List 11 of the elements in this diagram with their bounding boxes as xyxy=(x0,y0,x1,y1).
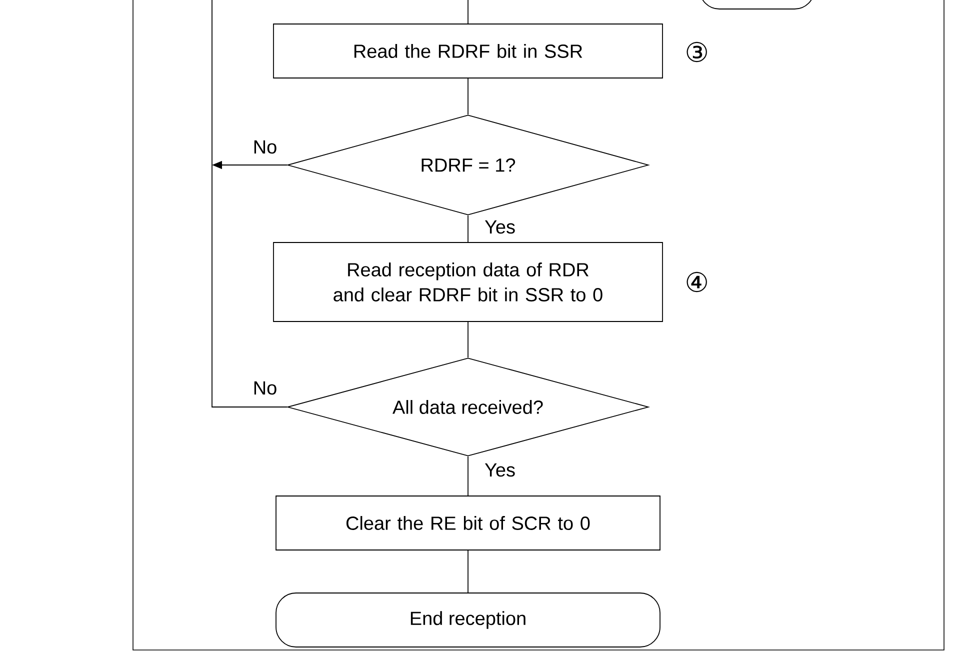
edge-label: No xyxy=(252,139,278,155)
step-number: ③ xyxy=(686,42,707,62)
edge-label: No xyxy=(252,380,278,396)
process-box: Read the RDRF bit in SSR xyxy=(273,24,663,78)
edge-label: Yes xyxy=(484,219,516,235)
edge-label: Yes xyxy=(484,462,516,478)
process-box: Read reception data of RDR and clear RDRF bit in SSR to 0 xyxy=(273,242,663,322)
terminal-box: End reception xyxy=(276,592,660,648)
step-number: ④ xyxy=(686,272,707,292)
process-box: Clear the RE bit of SCR to 0 xyxy=(276,496,660,550)
connector xyxy=(212,0,288,408)
